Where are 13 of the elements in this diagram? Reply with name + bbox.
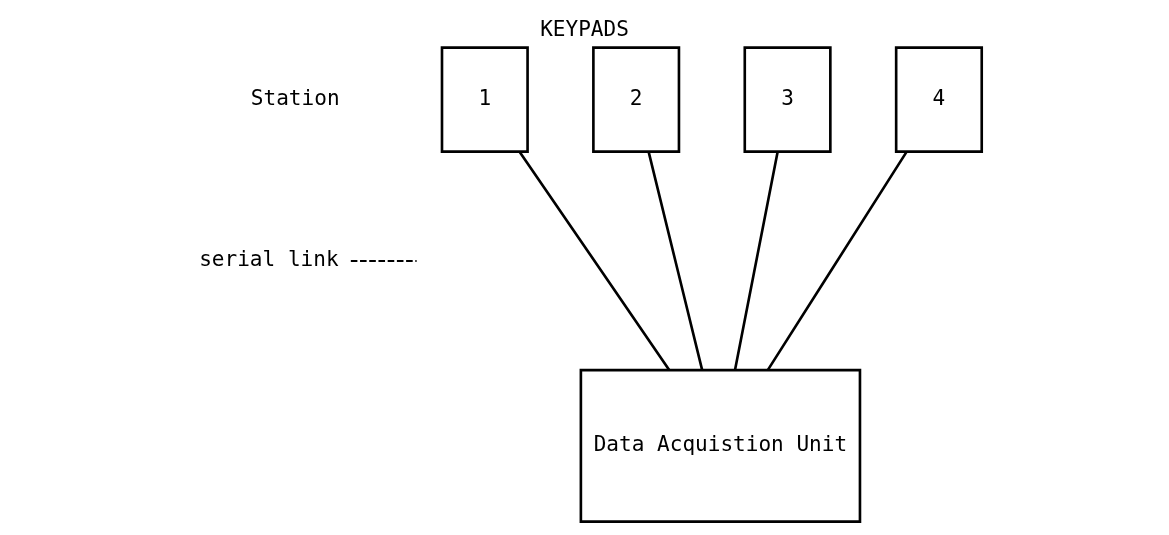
connector — [733, 151, 779, 371]
connector — [518, 150, 671, 371]
node-box: 4 — [894, 46, 984, 153]
connector — [349, 259, 418, 262]
connector — [647, 151, 704, 371]
connector — [766, 150, 908, 371]
node-text: serial link — [199, 245, 339, 271]
node-box: 3 — [743, 46, 832, 153]
diagram-title: KEYPADS — [540, 15, 629, 41]
label: Station — [250, 84, 340, 110]
node-box: 2 — [592, 46, 681, 153]
node-box: Data Acquistion Unit — [579, 368, 862, 523]
node-box: 1 — [440, 46, 529, 153]
